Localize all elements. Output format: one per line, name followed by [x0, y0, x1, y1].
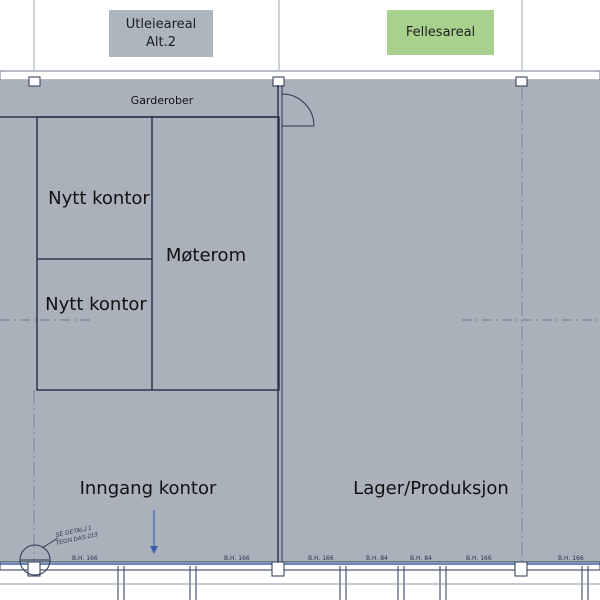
legend-rental-area: Utleieareal Alt.2	[109, 10, 213, 57]
window-label: B.H. 166	[224, 555, 250, 562]
column	[272, 76, 285, 87]
room-label-warehouse: Lager/Produksjon	[353, 478, 509, 499]
entrance-arrow-head	[150, 546, 158, 554]
column	[515, 76, 528, 87]
legend-rental-area-label: Utleieareal	[125, 16, 197, 32]
office-block-outline	[36, 116, 280, 391]
column	[514, 561, 528, 577]
legend-common-area: Fellesareal	[387, 10, 494, 55]
window-frames	[0, 566, 600, 600]
window-label: B.H. 166	[308, 555, 334, 562]
floor-area	[0, 80, 600, 564]
room-label-new-office-1: Nytt kontor	[48, 188, 150, 209]
window-label: B.H. 84	[410, 555, 432, 562]
legend-rental-area-alt: Alt.2	[145, 34, 176, 50]
column	[271, 561, 285, 577]
room-label-office-entrance: Inngang kontor	[80, 478, 217, 499]
room-label-meeting-room: Møterom	[166, 245, 246, 266]
top-outer-wall	[0, 70, 600, 81]
room-label-wardrobe: Garderober	[131, 94, 194, 107]
window-label: B.H. 84	[366, 555, 388, 562]
detail-reference-leader	[41, 537, 59, 549]
column	[27, 561, 41, 577]
legend-common-area-label: Fellesareal	[405, 24, 476, 40]
window-labels: B.H. 166 B.H. 166 B.H. 166 B.H. 84 B.H. …	[72, 555, 584, 562]
window-label: B.H. 166	[558, 555, 584, 562]
window-label: B.H. 166	[72, 555, 98, 562]
door-swing-arc	[281, 93, 315, 127]
room-label-new-office-2: Nytt kontor	[45, 294, 147, 315]
column	[28, 76, 41, 87]
bottom-outer-wall	[0, 561, 600, 571]
window-label: B.H. 166	[466, 555, 492, 562]
